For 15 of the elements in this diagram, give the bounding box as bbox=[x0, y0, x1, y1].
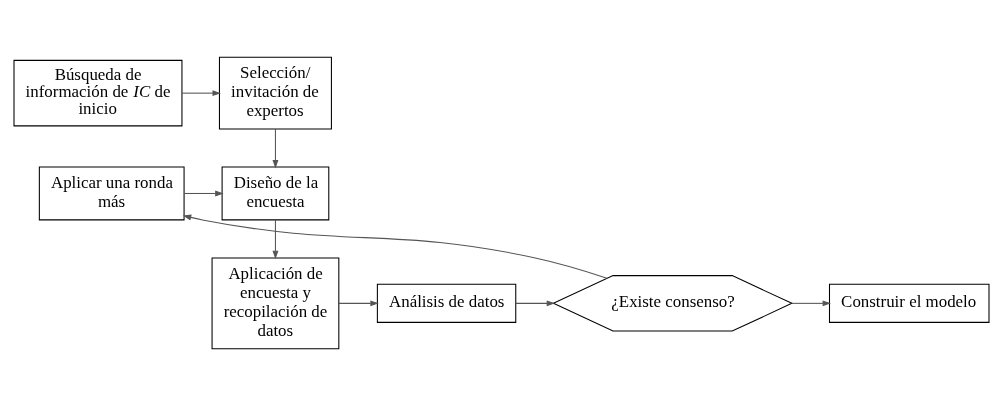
arrow bbox=[272, 219, 278, 259]
arrow bbox=[272, 128, 278, 168]
node-box: Aplicar una ronda más bbox=[38, 166, 185, 220]
node-box: Aplicación de encuesta y recopilación de datos bbox=[211, 256, 339, 349]
node-box: Búsqueda de información de IC de inicio bbox=[12, 59, 182, 126]
node-box: Diseño de la encuesta bbox=[221, 166, 329, 220]
arrow bbox=[337, 299, 379, 306]
node-box: Selección/ invitación de expertos bbox=[218, 56, 332, 130]
node-box: Construir el modelo bbox=[828, 283, 990, 323]
arrow bbox=[514, 299, 555, 306]
arrow bbox=[181, 89, 221, 96]
node-box: Análisis de datos bbox=[376, 283, 516, 323]
arrow bbox=[790, 299, 831, 306]
arrow bbox=[183, 190, 224, 196]
arrow bbox=[182, 214, 608, 279]
